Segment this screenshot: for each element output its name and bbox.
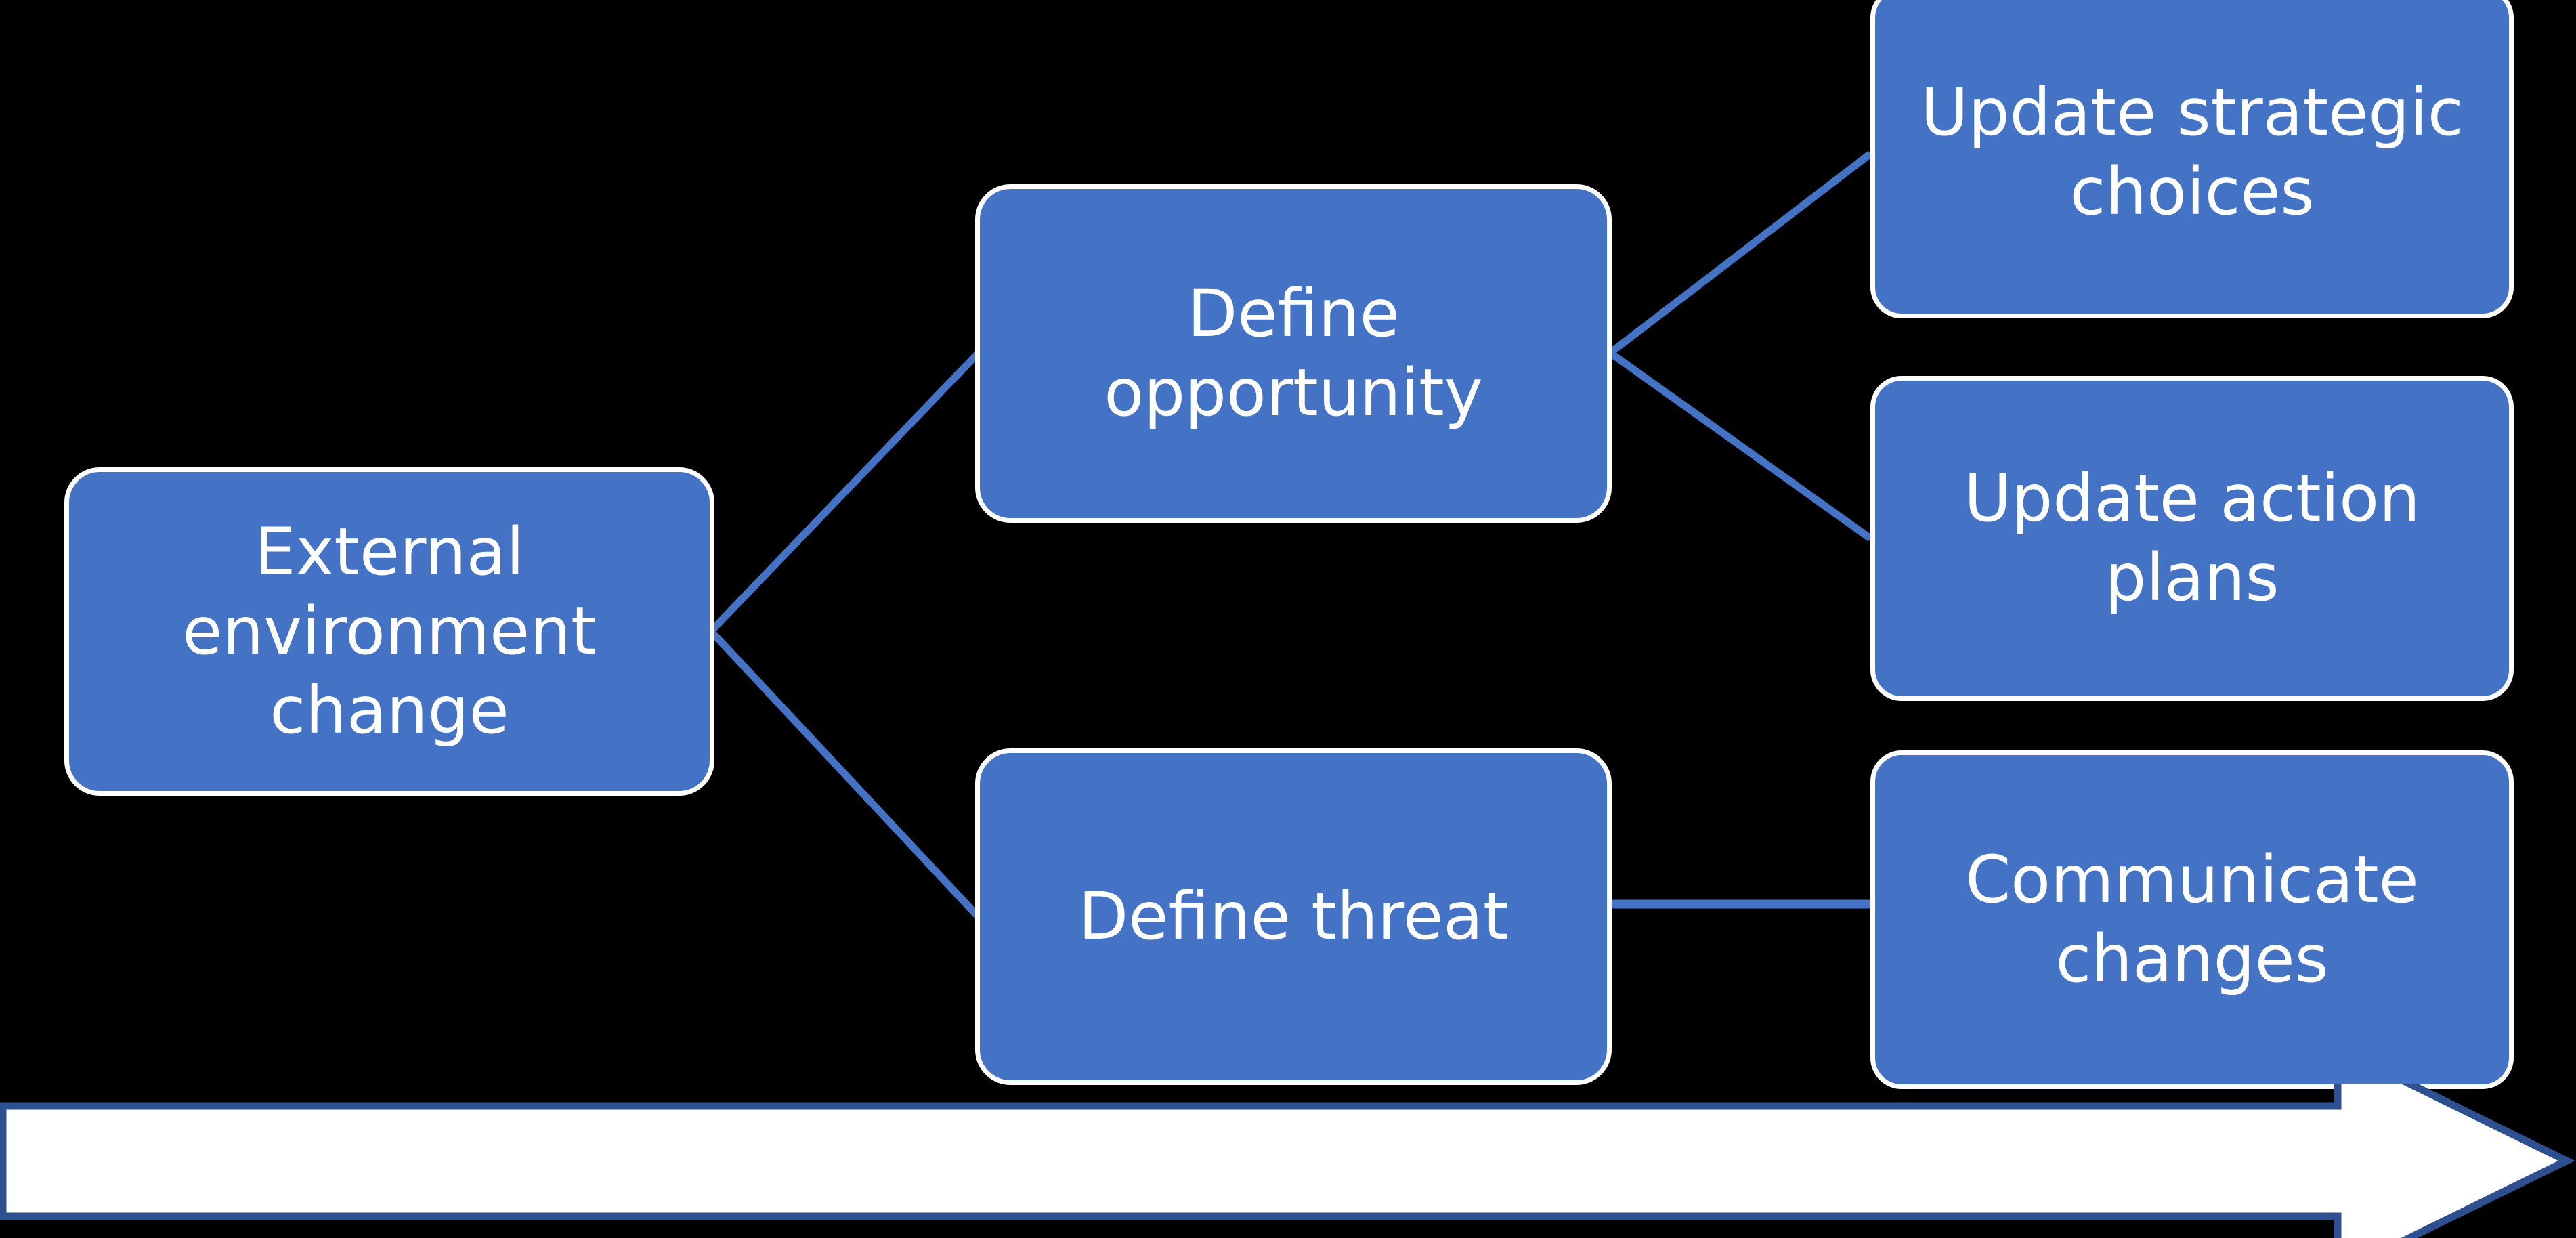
- node-external-environment-change[interactable]: External environment change: [64, 467, 714, 796]
- node-label: Update strategic choices: [1920, 74, 2464, 230]
- node-update-strategic-choices[interactable]: Update strategic choices: [1870, 0, 2514, 318]
- node-update-action-plans[interactable]: Update action plans: [1870, 376, 2514, 701]
- edge-opportunity-to-actionplans: [1608, 349, 1873, 542]
- node-label: Define opportunity: [1104, 275, 1483, 431]
- node-define-threat[interactable]: Define threat: [975, 748, 1612, 1085]
- edge-opportunity-to-strategic: [1608, 150, 1873, 356]
- time-arrow-icon: [0, 1084, 2575, 1238]
- node-label: Define threat: [1078, 878, 1509, 954]
- node-communicate-changes[interactable]: Communicate changes: [1870, 750, 2514, 1089]
- time-arrow-shape: [0, 1084, 2575, 1238]
- node-label: Communicate changes: [1965, 841, 2419, 997]
- edge-external-to-opportunity: [708, 351, 980, 634]
- node-define-opportunity[interactable]: Define opportunity: [975, 184, 1612, 523]
- node-label: External environment change: [182, 513, 597, 749]
- edge-external-to-threat: [708, 628, 981, 918]
- node-label: Update action plans: [1964, 460, 2420, 616]
